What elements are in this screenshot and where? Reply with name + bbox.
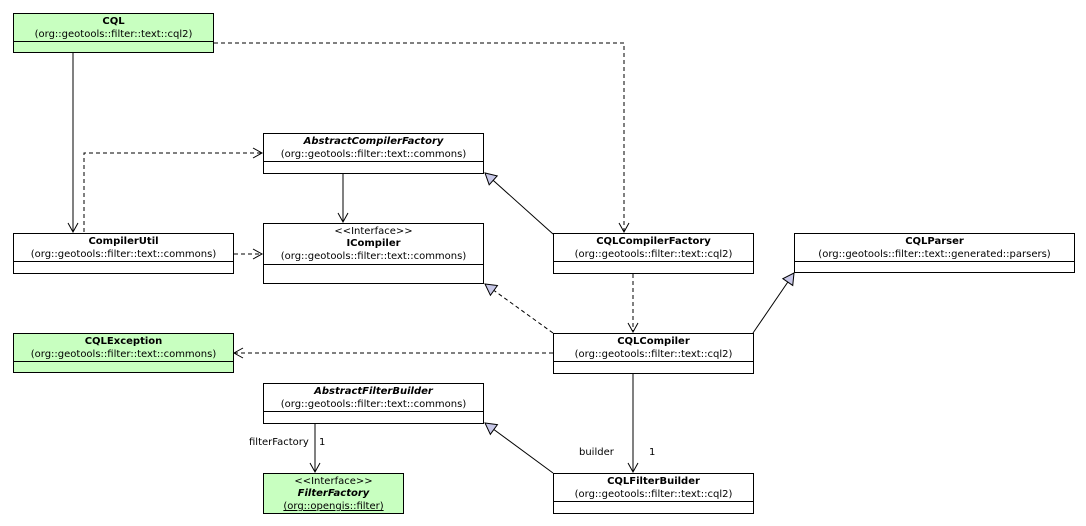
role-label-builder: builder [579, 447, 614, 458]
class-abstract-filter-builder[interactable]: AbstractFilterBuilder (org::geotools::fi… [263, 383, 484, 424]
class-name: AbstractFilterBuilder [314, 386, 433, 397]
class-package: (org::geotools::filter::text::commons) [30, 349, 217, 360]
gen-cqlcompilerfactory-abstractcompilerfactory [484, 172, 554, 235]
dep-cql-cqlcompilerfactory [214, 42, 630, 234]
class-cql-exception[interactable]: CQLException (org::geotools::filter::tex… [13, 333, 234, 373]
class-name: ICompiler [346, 238, 401, 249]
gen-cqlcompiler-cqlparser [752, 272, 795, 334]
class-abstract-compiler-factory[interactable]: AbstractCompilerFactory (org::geotools::… [263, 133, 484, 174]
class-cql-filter-builder[interactable]: CQLFilterBuilder (org::geotools::filter:… [553, 473, 754, 514]
class-filter-factory[interactable]: <<Interface>> FilterFactory (org::opengi… [263, 473, 404, 514]
class-cql-parser[interactable]: CQLParser (org::geotools::filter::text::… [794, 233, 1075, 273]
class-cql-compiler-factory[interactable]: CQLCompilerFactory (org::geotools::filte… [553, 233, 754, 274]
class-name: CQLCompilerFactory [596, 236, 711, 247]
class-icompiler[interactable]: <<Interface>> ICompiler (org::geotools::… [263, 223, 484, 284]
real-cqlcompiler-icompiler [484, 283, 554, 334]
class-package: (org::geotools::filter::text::commons) [280, 149, 467, 160]
class-stereotype: <<Interface>> [334, 226, 413, 237]
class-name: CQLFilterBuilder [607, 476, 700, 487]
class-package: (org::geotools::filter::text::cql2) [574, 249, 733, 260]
role-label-filterfactory: filterFactory [249, 437, 309, 448]
class-name: CQL [102, 16, 125, 27]
class-name: CQLCompiler [617, 336, 690, 347]
class-package: (org::geotools::filter::text::generated:… [818, 249, 1051, 260]
class-cql-compiler[interactable]: CQLCompiler (org::geotools::filter::text… [553, 333, 754, 374]
class-package: (org::geotools::filter::text::cql2) [34, 29, 193, 40]
class-package: (org::opengis::filter) [283, 501, 384, 512]
class-cql[interactable]: CQL (org::geotools::filter::text::cql2) [13, 13, 214, 53]
class-name: CQLParser [905, 236, 964, 247]
class-name: FilterFactory [297, 488, 370, 499]
multiplicity-builder: 1 [649, 447, 656, 458]
class-compiler-util[interactable]: CompilerUtil (org::geotools::filter::tex… [13, 233, 234, 274]
class-stereotype: <<Interface>> [294, 476, 373, 487]
class-package: (org::geotools::filter::text::commons) [30, 249, 217, 260]
class-name: CQLException [84, 336, 163, 347]
class-package: (org::geotools::filter::text::commons) [280, 399, 467, 410]
class-name: CompilerUtil [88, 236, 159, 247]
dep-compilerutil-abstractcompilerfactory [83, 147, 264, 232]
class-package: (org::geotools::filter::text::commons) [280, 251, 467, 262]
multiplicity-filterfactory: 1 [319, 437, 326, 448]
class-package: (org::geotools::filter::text::cql2) [574, 349, 733, 360]
class-name: AbstractCompilerFactory [303, 136, 444, 147]
class-package: (org::geotools::filter::text::cql2) [574, 489, 733, 500]
gen-cqlfilterbuilder-abstractfilterbuilder [484, 422, 554, 474]
